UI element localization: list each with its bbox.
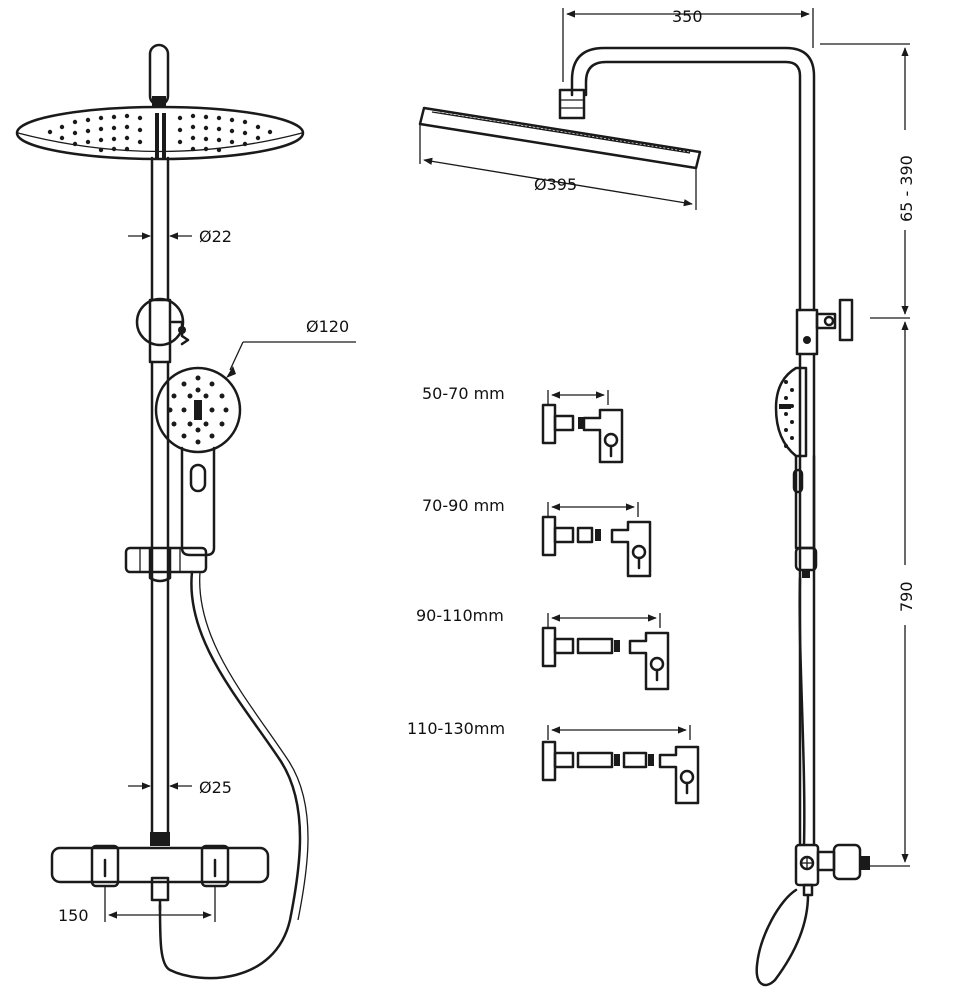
hose-side [755,576,810,987]
top-width-label: 350 [672,7,703,26]
handset-diameter-label: Ø120 [306,317,349,336]
handset-front [154,366,242,557]
extension-range-label: 65 - 390 [897,155,916,222]
valve-centres-label: 150 [58,906,89,925]
diverter-front [135,297,190,364]
handset-side [774,366,816,550]
bracket-option-4: 110-130mm [407,719,700,805]
valve-side [794,843,870,897]
bracket-option-2: 70-90 mm [422,496,652,578]
rain-head-front [15,105,305,161]
bracket-option-1: 50-70 mm [422,384,624,464]
bracket-option-3: 90-110mm [416,606,670,691]
rail-height-label: 790 [897,581,916,612]
thermostatic-valve-front [50,844,270,912]
pipe-diameter-top-label: Ø22 [199,227,232,246]
diverter-side [795,298,854,356]
pipe-diameter-bottom-label: Ø25 [199,778,232,797]
side-view: 350 Ø395 65 - 390 [418,7,916,987]
bracket-option-label: 50-70 mm [422,384,505,403]
head-diameter-label: Ø395 [534,175,577,194]
front-view: Ø22 [15,43,356,980]
bracket-option-label: 90-110mm [416,606,504,625]
slide-holder-front [124,546,208,583]
hose-front [158,570,302,980]
bracket-option-label: 70-90 mm [422,496,505,515]
bracket-option-label: 110-130mm [407,719,505,738]
